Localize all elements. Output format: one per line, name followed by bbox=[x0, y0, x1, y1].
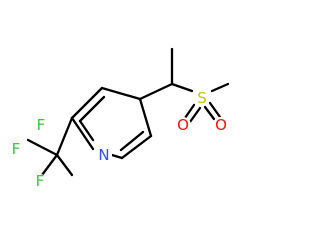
atom-sulfur: S bbox=[194, 89, 210, 107]
bond-ch-s bbox=[170, 82, 194, 93]
atom-fluorine-bottom: F bbox=[33, 172, 47, 190]
bond-c4-ch bbox=[138, 82, 174, 101]
bond-cf3-f-top bbox=[55, 153, 74, 177]
bond-cf3-f-left bbox=[26, 138, 59, 157]
fluorine-left-label: F bbox=[12, 140, 21, 158]
bond-s-o-right-2 bbox=[208, 101, 222, 119]
bond-n-c2 bbox=[70, 116, 95, 151]
bond-c6-n bbox=[110, 153, 124, 160]
atom-oxygen-left: O bbox=[175, 116, 191, 134]
chemical-structure: F F F N S O O bbox=[9, 47, 230, 190]
oxygen-left-label: O bbox=[177, 116, 189, 134]
sulfur-label: S bbox=[197, 89, 207, 107]
atom-fluorine-top: F bbox=[34, 116, 48, 134]
bond-s-o-right-1 bbox=[203, 105, 216, 121]
bond-c3-c4 bbox=[100, 86, 142, 101]
bond-c2-c3 bbox=[70, 86, 104, 120]
bond-c5-c6 bbox=[120, 134, 153, 160]
atom-fluorine-left: F bbox=[9, 140, 23, 158]
atom-nitrogen: N bbox=[96, 146, 112, 164]
fluorine-bottom-label: F bbox=[36, 172, 45, 190]
atom-oxygen-right: O bbox=[213, 116, 229, 134]
bond-s-o-left-1 bbox=[183, 103, 196, 120]
bond-cf3-f-bottom bbox=[40, 153, 59, 177]
bond-c4-c5 bbox=[138, 97, 153, 138]
bond-s-ch3 bbox=[210, 82, 230, 93]
fluorine-top-label: F bbox=[37, 116, 46, 134]
double-bond-c5-c6-inner bbox=[119, 130, 145, 152]
double-bond-c3-c2-inner bbox=[78, 95, 106, 123]
nitrogen-label: N bbox=[98, 146, 109, 164]
bond-c2-cf3 bbox=[55, 116, 74, 157]
bond-n-c2-inner bbox=[78, 119, 95, 142]
oxygen-right-label: O bbox=[215, 116, 227, 134]
bond-s-o-left-2 bbox=[188, 106, 202, 124]
